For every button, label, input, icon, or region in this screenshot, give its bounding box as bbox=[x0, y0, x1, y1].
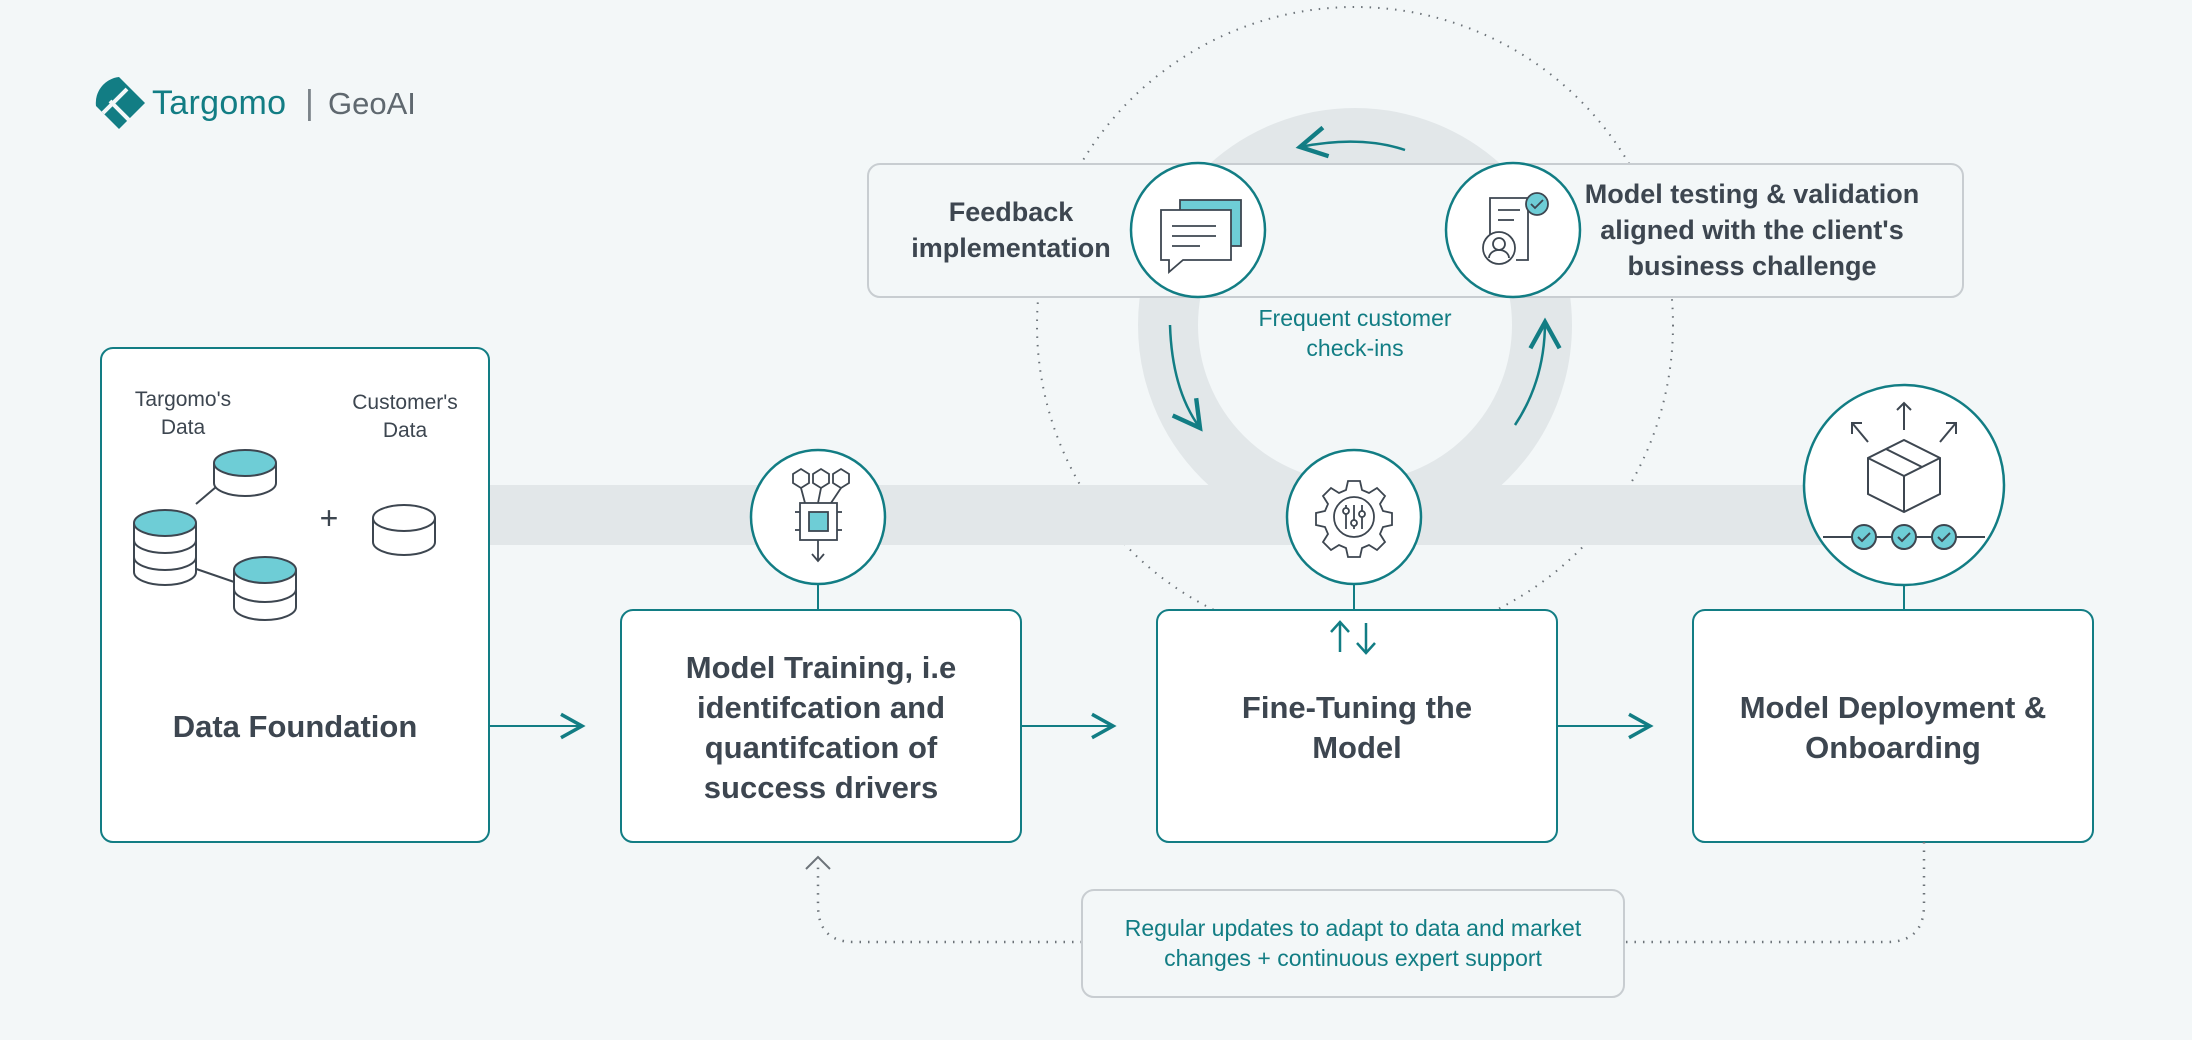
customer-checkins-label: Frequent customer check-ins bbox=[1258, 305, 1452, 361]
database-cylinders-icon bbox=[133, 449, 436, 621]
brand-name: Targomo bbox=[152, 84, 287, 122]
outer-dotted-circle bbox=[1036, 6, 1674, 644]
bottom-note-text: Regular updates to adapt to data and mar… bbox=[1124, 915, 1582, 971]
update-loop-arrowhead bbox=[805, 855, 831, 870]
targomo-logo-icon bbox=[95, 77, 145, 129]
deployment-box bbox=[1692, 609, 2094, 843]
brand-product: GeoAI bbox=[328, 86, 416, 121]
ring-arrow-left bbox=[1168, 324, 1203, 432]
gear-tuning-icon bbox=[1285, 448, 1423, 586]
customer-data-label: Customer's Data bbox=[352, 391, 458, 442]
plus-sign: + bbox=[319, 500, 339, 536]
ring-arrow-right bbox=[1513, 317, 1562, 426]
process-band bbox=[490, 485, 1910, 545]
bottom-note-box bbox=[1081, 889, 1625, 998]
chip-training-icon bbox=[749, 448, 887, 586]
feedback-implementation-label: Feedback implementation bbox=[911, 197, 1111, 263]
model-testing-label: Model testing & validation aligned with … bbox=[1584, 179, 1920, 281]
deployment-title: Model Deployment & Onboarding bbox=[1739, 690, 2047, 765]
up-down-arrows-icon bbox=[1330, 620, 1376, 655]
chat-feedback-icon bbox=[1129, 161, 1267, 299]
brand-separator: | bbox=[305, 84, 314, 122]
ring-arrow-top bbox=[1295, 125, 1406, 159]
data-foundation-title: Data Foundation bbox=[172, 709, 418, 744]
validation-document-icon bbox=[1444, 161, 1582, 299]
fine-tuning-title: Fine-Tuning the Model bbox=[1241, 690, 1473, 765]
package-deployment-icon bbox=[1802, 383, 2006, 587]
targomo-data-label: Targomo's Data bbox=[134, 388, 232, 439]
model-training-title: Model Training, i.e identifcation and qu… bbox=[685, 650, 957, 805]
